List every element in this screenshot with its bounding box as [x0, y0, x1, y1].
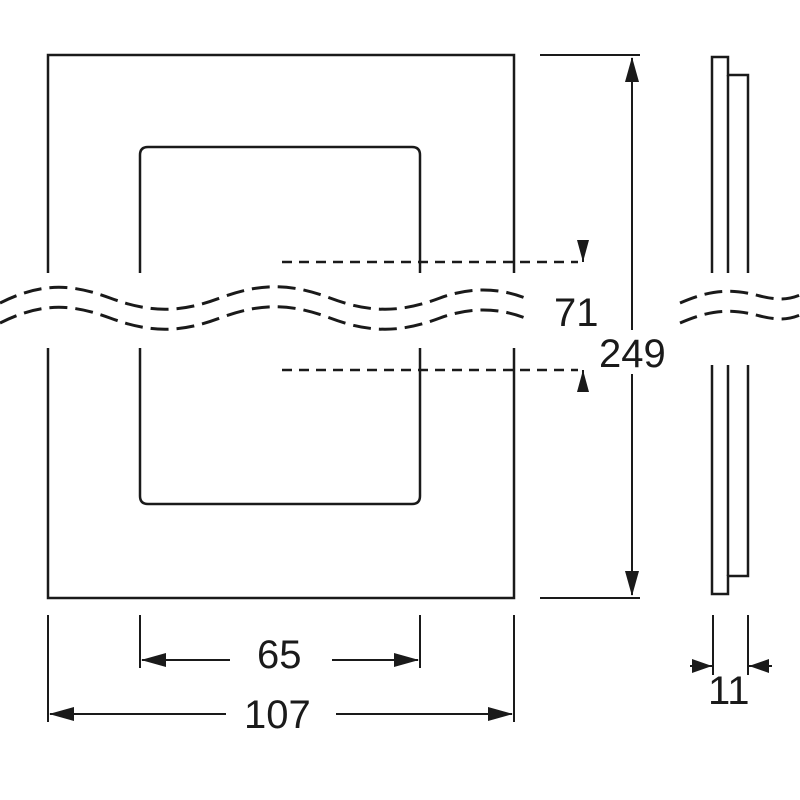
inner-height-dimension: 71	[282, 240, 599, 392]
break-lines	[0, 285, 531, 331]
depth-dimension: 11	[690, 615, 772, 713]
arrow-up-icon	[625, 57, 639, 82]
inner-width-label: 65	[257, 633, 302, 677]
arrow-down-icon	[625, 571, 639, 596]
depth-label: 11	[708, 669, 750, 713]
arrow-left-icon	[49, 707, 74, 721]
outer-width-dimension: 107	[47, 615, 515, 737]
arrow-right-icon	[488, 707, 513, 721]
outer-height-label: 249	[599, 332, 666, 376]
inner-width-dimension: 65	[139, 615, 421, 677]
outer-width-label: 107	[244, 693, 311, 737]
inner-opening	[138, 145, 422, 506]
arrow-right-icon	[394, 653, 419, 667]
outer-frame	[46, 53, 516, 600]
arrow-left-icon	[141, 653, 166, 667]
inner-height-label: 71	[554, 291, 599, 335]
arrow-left-icon	[749, 659, 769, 673]
side-view	[679, 55, 800, 596]
arrow-right-icon	[692, 659, 712, 673]
outer-height-dimension: 249	[540, 54, 678, 599]
